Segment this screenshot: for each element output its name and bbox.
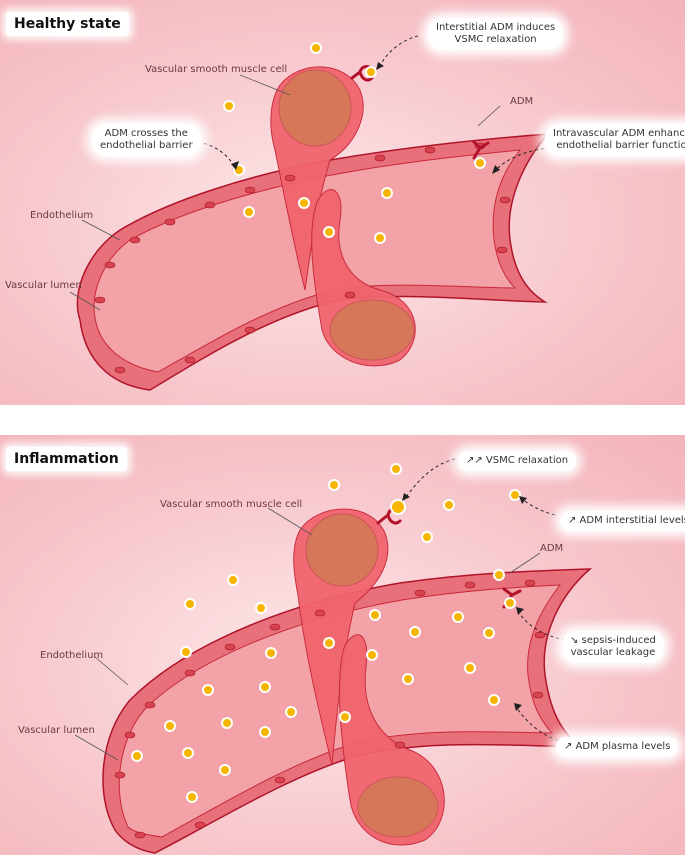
adm-plasma-levels-callout: ↗ ADM plasma levels	[556, 737, 679, 757]
vsmc-label: Vascular smooth muscle cell	[145, 64, 288, 75]
adm-label: ADM	[510, 96, 534, 107]
adm-label: ADM	[540, 543, 564, 554]
adm-receptor	[350, 65, 490, 160]
vsmc-nucleus	[278, 69, 352, 147]
interstitial-adm-callout: Interstitial ADM induces VSMC relaxation	[428, 18, 564, 50]
endothelium-label: Endothelium	[30, 210, 94, 221]
endothelium-label: Endothelium	[40, 650, 104, 661]
callout-line: ADM crosses the	[104, 128, 188, 139]
callout-line: endothelial barrier	[100, 140, 193, 151]
adm-crosses-callout: ADM crosses the endothelial barrier	[92, 124, 201, 156]
callout-line: Interstitial ADM induces	[436, 22, 556, 33]
label-pointers	[69, 74, 501, 311]
arrow-heads	[231, 62, 500, 174]
intravascular-adm-callout: Intravascular ADM enhances endothelial b…	[545, 124, 685, 156]
vsmc-nucleus	[305, 513, 379, 587]
inflammation-vessel-diagram	[74, 458, 593, 854]
callout-line: ↘ sepsis-induced	[570, 635, 656, 646]
vsmc-label: Vascular smooth muscle cell	[160, 499, 303, 510]
endothelial-nuclei	[114, 579, 546, 839]
adm-molecules	[223, 42, 486, 244]
panel-title: Healthy state	[6, 12, 129, 36]
arrow-heads	[402, 493, 527, 711]
callout-line: VSMC relaxation	[454, 34, 537, 45]
callout-line: endothelial barrier function	[556, 140, 685, 151]
callout-line: vascular leakage	[570, 647, 656, 658]
lower-cell-nucleus	[329, 299, 415, 361]
inflammation-panel: Inflammation ↗↗ VSMC relaxation ↗ ADM in…	[0, 435, 685, 855]
label-pointers	[74, 507, 541, 761]
adm-molecules	[131, 463, 521, 803]
lower-cell-nucleus	[357, 776, 439, 838]
panel-title: Inflammation	[6, 447, 127, 471]
callout-arrows	[197, 35, 551, 171]
healthy-state-panel: Healthy state Interstitial ADM induces V…	[0, 0, 685, 405]
vascular-leakage-callout: ↘ sepsis-induced vascular leakage	[562, 631, 664, 663]
adm-interstitial-levels-callout: ↗ ADM interstitial levels	[560, 511, 685, 531]
vsmc-relaxation-callout: ↗↗ VSMC relaxation	[458, 451, 577, 471]
lumen-label: Vascular lumen	[5, 280, 82, 291]
callout-arrows	[405, 458, 566, 741]
callout-line: Intravascular ADM enhances	[553, 128, 685, 139]
healthy-vessel-diagram	[69, 35, 551, 391]
lumen-label: Vascular lumen	[18, 725, 95, 736]
